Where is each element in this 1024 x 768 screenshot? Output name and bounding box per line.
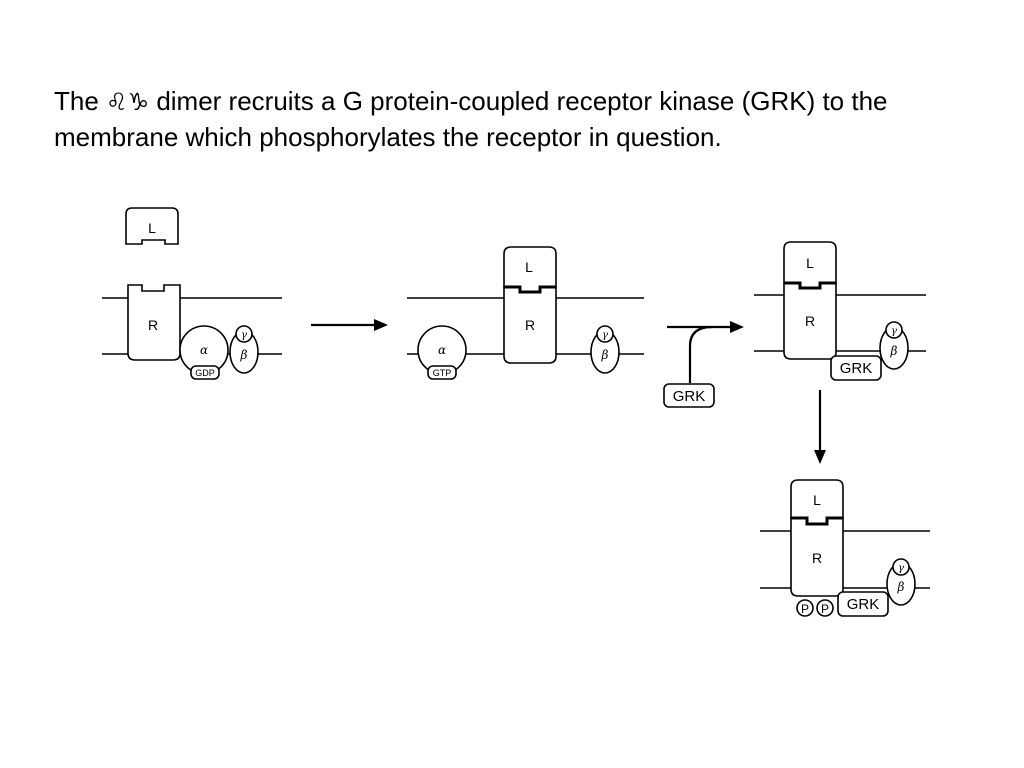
beta-label: β [897,580,905,594]
panel-activated: L R α GTP β γ [407,246,644,380]
beta-symbol-glyph: ♌ [106,88,128,116]
grk-bound-label: GRK [840,360,873,377]
binding-interface [784,281,836,290]
receptor-label: R [525,317,535,333]
caption-line1-rest: dimer recruits a G protein-coupled recep… [156,86,888,116]
gdp-badge [190,365,220,380]
gamma-symbol-glyph: ♑ [127,88,150,116]
grk-free-box [663,383,715,408]
grk-bound-box [837,591,889,617]
gdp-label: GDP [195,368,215,378]
beta-label: β [240,348,248,362]
binding-interface [791,516,843,526]
phosphate-2 [816,599,834,617]
gamma-label: γ [898,563,904,574]
ligand-label: L [148,220,156,236]
gamma-subunit [596,325,614,343]
gamma-label: γ [602,330,608,341]
gamma-subunit [235,325,253,343]
arrow-right-1 [311,319,388,331]
alpha-label: α [438,343,446,357]
receptor-label: R [805,313,815,329]
caption-line2: membrane which phosphorylates the recept… [54,122,722,152]
receptor-label: R [812,550,822,566]
gamma-label: γ [241,330,247,341]
beta-label: β [890,344,898,358]
grk-bound-box [830,355,882,381]
gamma-subunit [885,321,903,339]
arrow-grk-recruitment: GRK [663,321,744,408]
gtp-badge [427,365,457,380]
ligand-shape [125,207,179,245]
phosphate-2-label: P [821,602,829,616]
panel-phosphorylated: L R P P GRK β γ [760,479,930,617]
panel-resting: L R α GDP β γ [102,207,282,380]
ligand-label: L [525,259,533,275]
binding-interface [504,285,556,294]
beta-label: β [601,348,609,362]
caption-the: The [54,86,99,116]
receptor-label: R [148,317,158,333]
phosphate-1-label: P [801,602,809,616]
arrow-down [814,390,826,464]
alpha-label: α [200,343,208,357]
receptor-shape [127,284,181,361]
grk-free-label: GRK [673,388,706,405]
gtp-label: GTP [433,368,452,378]
gamma-subunit [892,558,910,576]
ligand-label: L [813,492,821,508]
ligand-label: L [806,255,814,271]
phosphate-1 [796,599,814,617]
gamma-label: γ [891,326,897,337]
grk-bound-label: GRK [847,596,880,613]
panel-grk-recruited: L R GRK β γ [754,241,926,381]
caption-text: The ♌♑ dimer recruits a G protein-couple… [54,84,1004,155]
